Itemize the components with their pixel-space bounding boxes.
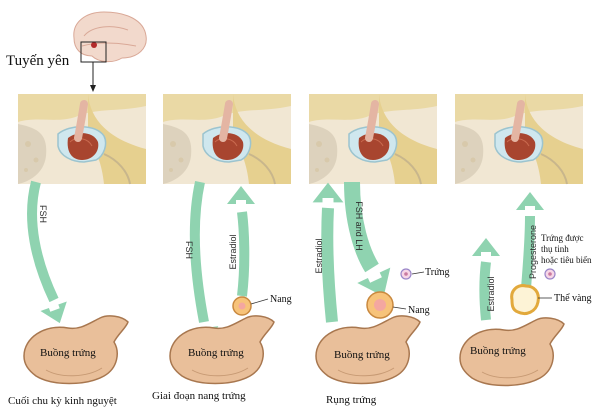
pituitary-dot (91, 42, 97, 48)
panel-4: Estradiol Progesterone Trứng được thụ ti… (455, 94, 592, 387)
hormone-arrow-fsh (189, 180, 209, 323)
hormone-label-fsh: FSH (38, 205, 48, 223)
hormone-label-fsh: FSH (184, 241, 194, 259)
hormone-arrow-fsh (27, 180, 59, 303)
hormone-label-estradiol: Estradiol (486, 276, 496, 311)
hormone-label-estradiol: Estradiol (314, 238, 324, 273)
ovary-label: Buồng trứng (470, 345, 526, 357)
panel-caption: Rụng trứng (326, 394, 377, 406)
hormone-label-fsh-lh: FSH and LH (354, 201, 364, 251)
pituitary-cross-section (18, 94, 146, 184)
hormone-arrow-estradiol (479, 261, 491, 321)
follicle-label: Nang (270, 294, 292, 305)
pituitary-cross-section (455, 94, 583, 184)
egg-note-line-3: hoặc tiêu biến (541, 255, 592, 265)
pituitary-cross-section (309, 94, 437, 184)
corpus-luteum-icon (510, 284, 540, 316)
pituitary-label: Tuyến yên (6, 53, 70, 69)
follicle-label: Nang (408, 305, 430, 316)
hormone-arrow-estradiol (237, 211, 250, 297)
hormone-arrow-fsh-lh (344, 181, 379, 273)
panel-1: FSH Buồng trứng Cuối chu kỳ kinh nguyệt (8, 94, 146, 407)
brain-icon (73, 11, 147, 63)
hormone-label-estradiol: Estradiol (228, 234, 238, 269)
hormone-arrow-progesterone (521, 215, 535, 289)
ovary-label: Buồng trứng (40, 347, 96, 359)
corpus-luteum-label: Thể vàng (554, 293, 592, 304)
ovary-label: Buồng trứng (334, 349, 390, 361)
egg-note-line-1: Trứng được (541, 233, 583, 243)
hormone-label-progesterone: Progesterone (528, 225, 538, 279)
pituitary-cross-section (163, 94, 291, 184)
panel-2: FSH Estradiol Nang Buồng trứng Giai đoạn… (152, 94, 292, 402)
ovary-label: Buồng trứng (188, 347, 244, 359)
egg-label: Trứng (425, 267, 450, 278)
hormone-arrow-estradiol (321, 207, 338, 323)
panel-caption: Giai đoạn nang trứng (152, 390, 246, 402)
panel-caption: Cuối chu kỳ kinh nguyệt (8, 395, 117, 407)
panel-3: Estradiol FSH and LH Trứng Nang Buồng tr… (309, 94, 450, 406)
egg-note-line-2: thụ tinh (541, 244, 569, 254)
